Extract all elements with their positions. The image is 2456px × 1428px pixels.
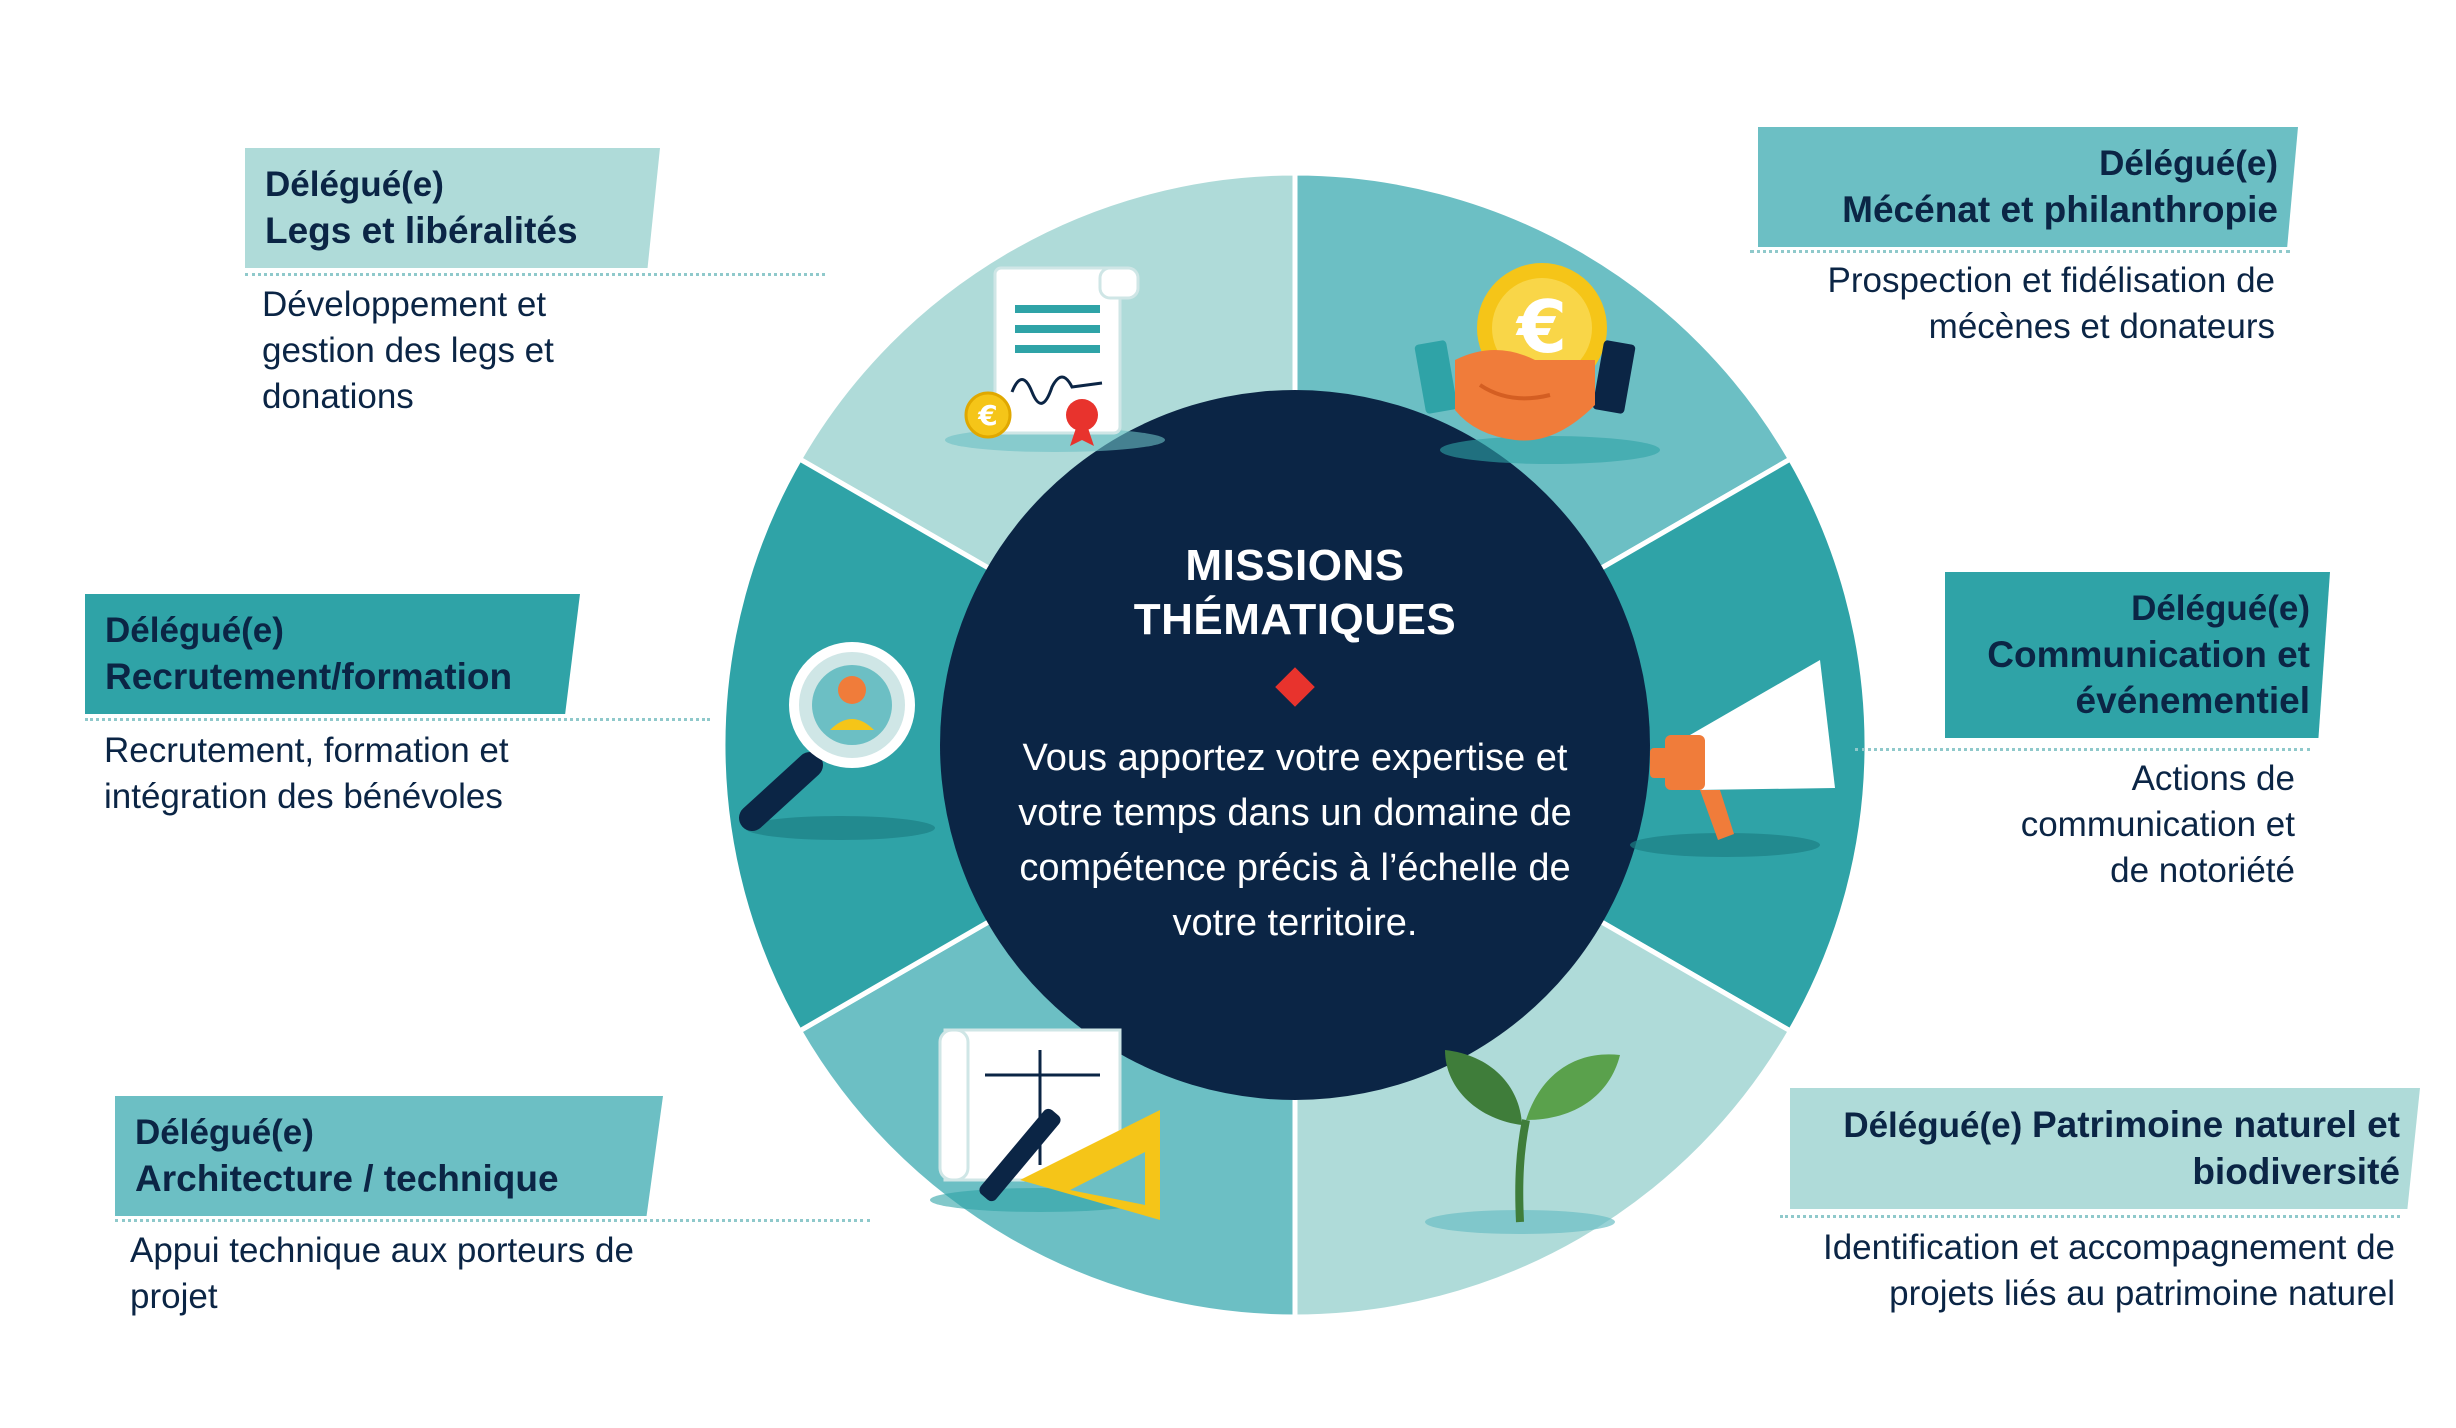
mission-description-patrimoine: Identification et accompagnement de proj… [1822,1228,2395,1313]
mission-description-mecenat: Prospection et fidélisation de mécènes e… [1827,261,2276,346]
mission-description-communication: Actions de communication et de notoriété [2020,759,2295,890]
sprout-icon [1425,1050,1620,1234]
connector-communication [1855,748,2310,751]
svg-text:€: € [1515,285,1567,369]
mission-theme: Patrimoine naturel et biodiversité [2031,1104,2400,1192]
mission-theme: Recrutement/formation [105,656,513,697]
mission-label-patrimoine: Délégué(e) Patrimoine naturel et biodive… [1790,1088,2420,1209]
diamond-icon [1275,667,1315,707]
center-content: MISSIONS THÉMATIQUES Vous apportez votre… [935,385,1655,1105]
center-circle [940,390,1650,1100]
mission-theme: Communication et événementiel [1987,634,2310,721]
megaphone-icon [1630,660,1835,857]
mission-description-recrutement: Recrutement, formation et intégration de… [104,731,509,816]
connector-legs [245,273,825,276]
mission-theme: Architecture / technique [135,1158,559,1199]
connector-architecture [115,1219,870,1222]
handshake-euro-icon: € [1414,263,1660,464]
mission-label-communication: Délégué(e) Communication et événementiel [1945,572,2330,738]
mission-label-recrutement: Délégué(e) Recrutement/formation [85,594,580,714]
mission-role: Délégué(e) [2131,589,2310,628]
mission-label-mecenat: Délégué(e) Mécénat et philanthropie [1758,127,2298,247]
legal-document-icon: € [945,266,1165,452]
mission-description-architecture: Appui technique aux porteurs de projet [130,1231,634,1316]
svg-text:€: € [977,399,997,432]
connector-mecenat [1750,250,2290,253]
mission-label-architecture: Délégué(e) Architecture / technique [115,1096,663,1216]
magnifier-person-icon [739,642,935,840]
blueprint-icon [930,1028,1160,1220]
connector-patrimoine [1780,1215,2400,1218]
center-title: MISSIONS THÉMATIQUES [1133,541,1457,644]
mission-theme: Mécénat et philanthropie [1842,189,2278,230]
mission-role: Délégué(e) [265,165,444,204]
mission-description-legs: Développement et gestion des legs et don… [262,285,554,416]
mission-role: Délégué(e) [105,611,284,650]
mission-role: Délégué(e) [135,1113,314,1152]
connector-recrutement [85,718,710,721]
mission-role: Délégué(e) [1843,1106,2032,1145]
mission-label-legs: Délégué(e) Legs et libéralités [245,148,660,268]
center-description: Vous apportez votre expertise et votre t… [1018,737,1572,944]
mission-theme: Legs et libéralités [265,210,578,251]
mission-role: Délégué(e) [2099,144,2278,183]
